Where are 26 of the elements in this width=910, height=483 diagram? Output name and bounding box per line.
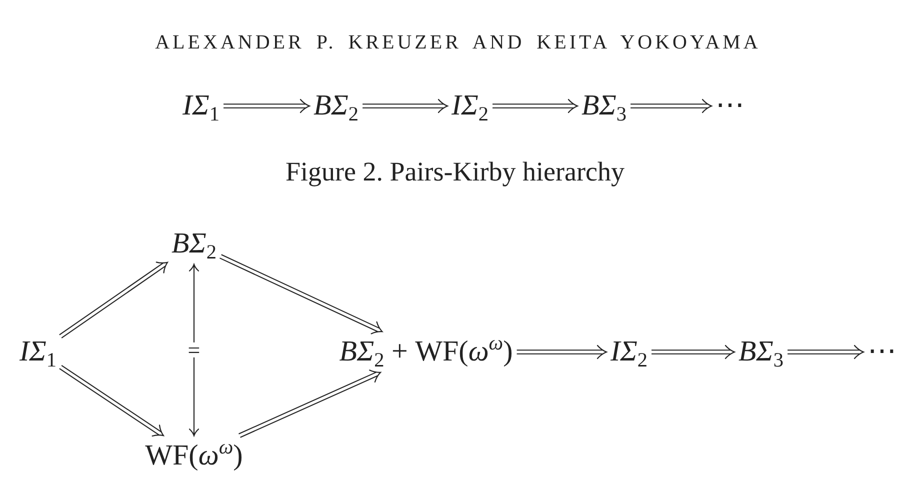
double-line-arrow <box>492 98 578 114</box>
double-line-arrow <box>630 98 712 114</box>
math-expression: IΣ$_{1}$ <box>181 88 221 124</box>
figure-caption: Figure 2. Pairs-Kirby hierarchy <box>286 156 624 188</box>
double-line-arrow <box>219 254 383 334</box>
double-line-arrow <box>362 98 448 114</box>
double-line-arrow <box>651 344 735 360</box>
double-line-arrow <box>58 364 164 437</box>
math-expression: IΣ$_{2}$ <box>450 88 490 124</box>
double-line-arrow <box>787 344 864 360</box>
double-line-arrow <box>516 344 608 360</box>
double-line-arrow <box>58 262 168 338</box>
math-expression: ⋯ <box>866 334 898 370</box>
math-expression: BΣ$_{3}$ <box>737 334 785 370</box>
double-line-arrow <box>238 370 382 438</box>
math-expression: BΣ$_{3}$ <box>580 88 628 124</box>
math-expression: ⋯ <box>714 88 746 124</box>
math-expression: IΣ$_{2}$ <box>609 334 649 370</box>
math-expression: BΣ$_{2}$ <box>170 226 218 262</box>
math-expression: BΣ$_{2}$ + WF(ω$^{ω}$) <box>338 334 514 370</box>
math-expression: BΣ$_{2}$ <box>312 88 360 124</box>
running-head: ALEXANDER P. KREUZER AND KEITA YOKOYAMA <box>155 32 761 54</box>
math-expression: IΣ$_{1}$ <box>18 334 58 370</box>
math-expression: WF(ω$^{ω}$) <box>144 438 244 474</box>
edge-label: = <box>186 342 202 358</box>
double-line-arrow <box>222 98 310 114</box>
